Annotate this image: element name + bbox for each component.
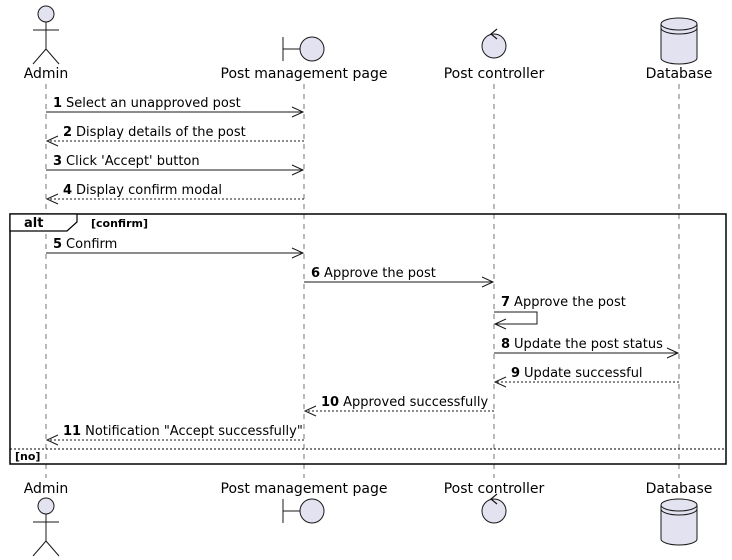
message-7-line [494, 311, 538, 325]
participant-post-controller-footer-label: Post controller [444, 481, 545, 497]
actor-icon [32, 497, 60, 557]
alt-guard-no: [no] [15, 450, 40, 463]
boundary-icon [282, 36, 325, 62]
control-icon [481, 493, 507, 524]
lifelines [45, 84, 680, 478]
alt-keyword: alt [24, 216, 43, 231]
message-7-arrowhead [493, 318, 507, 330]
message-2-arrowhead [45, 135, 59, 147]
participant-post-management-page-footer-label: Post management page [221, 481, 388, 497]
participant-post-management-page-label: Post management page [221, 66, 388, 82]
participant-admin-footer-label: Admin [24, 481, 69, 497]
database-icon [660, 17, 698, 65]
control-icon [481, 28, 507, 59]
message-8-arrowhead [666, 347, 680, 359]
alt-fragment-frame [9, 213, 727, 465]
alt-guard-confirm: [confirm] [91, 217, 148, 230]
message-11-arrowhead [45, 434, 59, 446]
message-4-arrowhead [45, 193, 59, 205]
participant-post-controller-label: Post controller [444, 66, 545, 82]
message-6-arrowhead [481, 276, 495, 288]
alt-fragment: alt [confirm] [no] [9, 213, 727, 465]
participant-admin-label: Admin [24, 66, 69, 82]
message-5-arrowhead [291, 247, 305, 259]
participant-database-label: Database [646, 66, 713, 82]
boundary-icon [282, 498, 325, 524]
actor-icon [32, 5, 60, 65]
message-9-arrowhead [493, 376, 507, 388]
database-icon [660, 498, 698, 546]
message-10-arrowhead [303, 405, 317, 417]
participant-database-footer-label: Database [646, 481, 713, 497]
message-1-arrowhead [291, 106, 305, 118]
message-3-arrowhead [291, 164, 305, 176]
alt-fragment-tab [9, 213, 78, 232]
